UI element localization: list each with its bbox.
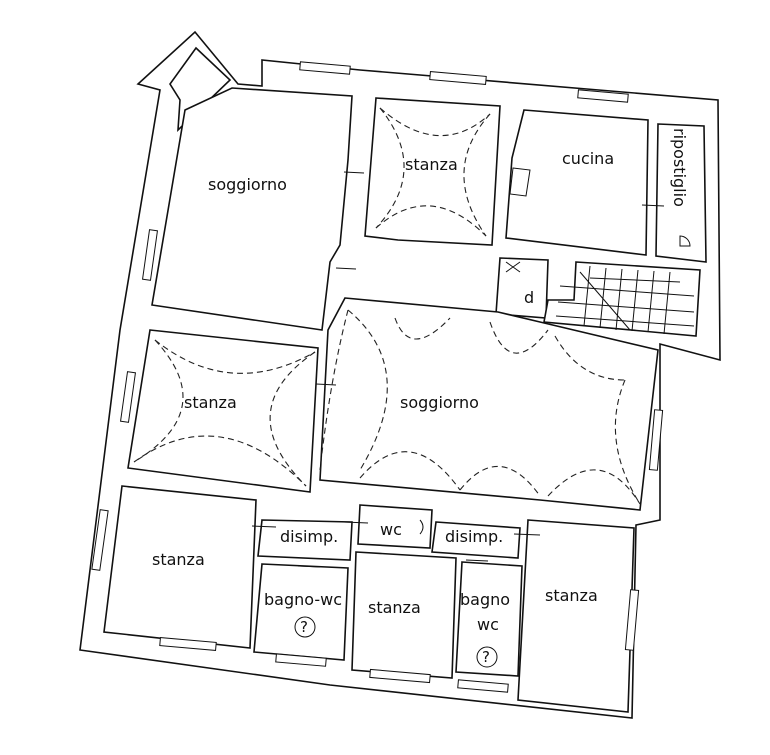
room-bagno bbox=[455, 561, 523, 677]
door-swings bbox=[133, 107, 641, 505]
room-stanza-top bbox=[364, 97, 501, 246]
room-outlines bbox=[103, 87, 707, 713]
room-cucina bbox=[505, 109, 649, 256]
label-stanza-bottom-left: stanza bbox=[152, 550, 205, 569]
label-stanza-top: stanza bbox=[405, 155, 458, 174]
label-bagno-wc: bagno-wc bbox=[264, 590, 342, 609]
room-stanza-bottom-left bbox=[103, 485, 257, 649]
room-stanza-bottom-right bbox=[517, 519, 635, 713]
label-disimp-right: disimp. bbox=[445, 527, 503, 546]
room-soggiorno-top bbox=[151, 87, 353, 331]
room-bagno-wc bbox=[253, 563, 349, 661]
room-stanza-bottom-mid bbox=[351, 551, 457, 679]
room-wc bbox=[357, 504, 433, 549]
room-stanza-left bbox=[127, 329, 319, 493]
room-disimp-right bbox=[431, 521, 521, 559]
label-wc: wc bbox=[380, 520, 402, 539]
label-stanza-left: stanza bbox=[184, 393, 237, 412]
room-ripostiglio bbox=[655, 123, 707, 263]
toilet-icon bbox=[476, 646, 498, 668]
room-disimp-left bbox=[257, 519, 353, 561]
room-soggiorno-main bbox=[319, 297, 659, 511]
svg-text:?: ? bbox=[300, 618, 308, 636]
label-soggiorno-main: soggiorno bbox=[400, 393, 479, 412]
toilet-icon bbox=[294, 616, 316, 638]
svg-text:?: ? bbox=[482, 648, 490, 666]
windows bbox=[91, 61, 664, 693]
room-labels: soggiorno stanza cucina ripostiglio d st… bbox=[152, 128, 689, 634]
staircase bbox=[505, 167, 695, 335]
door-markers bbox=[251, 171, 691, 568]
label-cucina: cucina bbox=[562, 149, 614, 168]
label-bagno-wc-line2: wc bbox=[477, 615, 499, 634]
label-soggiorno-top: soggiorno bbox=[208, 175, 287, 194]
label-d: d bbox=[524, 288, 534, 307]
sanitary-fixtures: ? ? bbox=[294, 519, 498, 668]
toilet-icon bbox=[419, 519, 424, 535]
label-disimp-left: disimp. bbox=[280, 527, 338, 546]
label-ripostiglio: ripostiglio bbox=[670, 128, 689, 207]
label-bagno: bagno bbox=[460, 590, 510, 609]
label-stanza-bottom-mid: stanza bbox=[368, 598, 421, 617]
room-d bbox=[495, 257, 549, 319]
label-stanza-bottom-right: stanza bbox=[545, 586, 598, 605]
